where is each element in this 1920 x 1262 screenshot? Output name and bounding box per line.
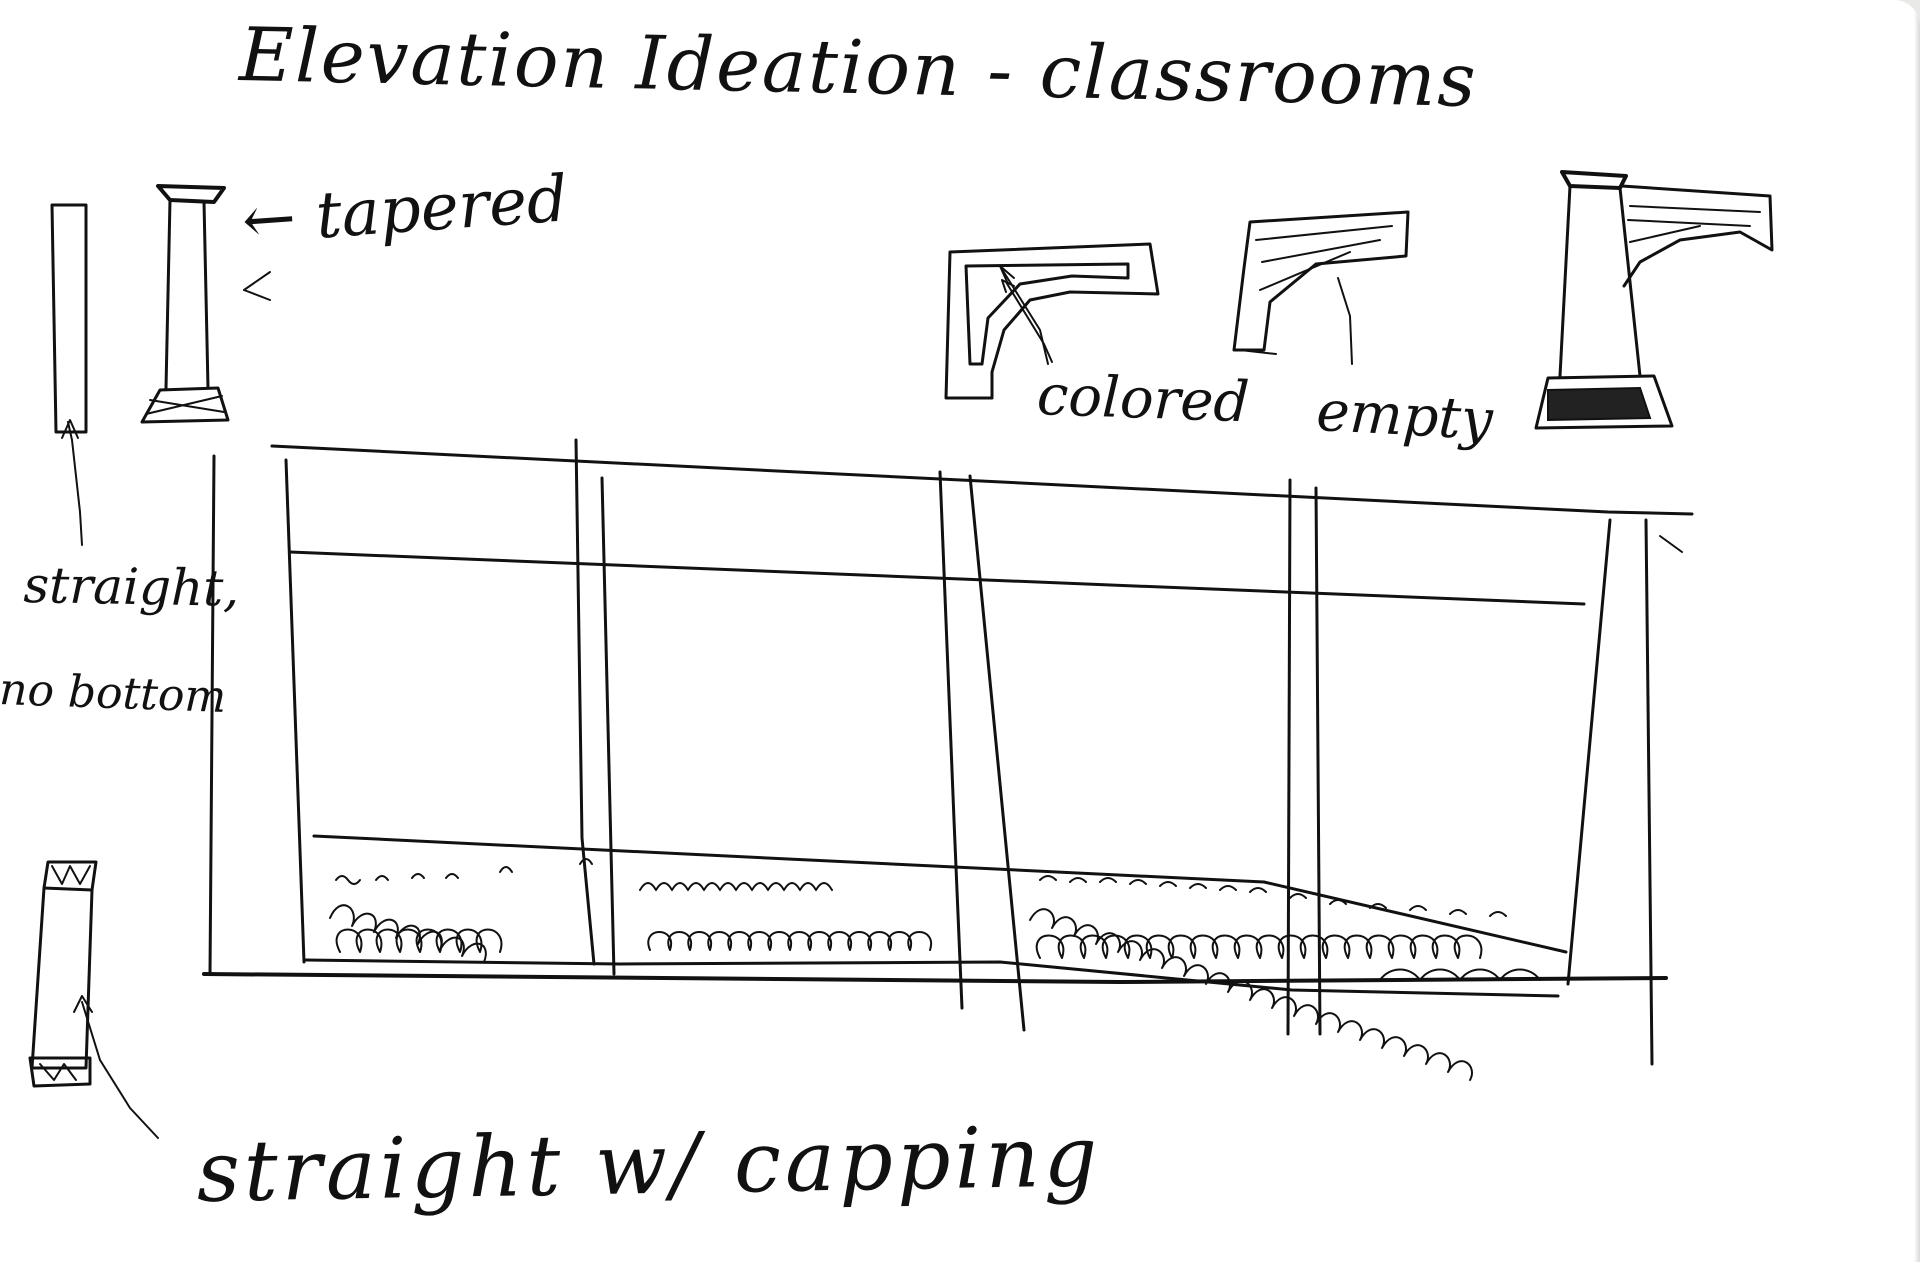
label-colored: colored: [1035, 363, 1251, 436]
annotation-arrows: [1001, 279, 1053, 363]
column-straight-capping: [28, 860, 159, 1139]
elevation-frame: [202, 438, 1694, 1066]
label-empty: empty: [1314, 379, 1495, 454]
label-straight-no-bottom-line1: straight,: [23, 556, 240, 618]
bracket-empty: [1232, 210, 1410, 365]
bracket-colored: [944, 242, 1160, 400]
ground-cover-texture: [329, 858, 1541, 1081]
bracket-tapered-arch: [1534, 170, 1774, 430]
column-tapered: [140, 184, 271, 424]
label-straight-no-bottom-line2: no bottom: [0, 664, 228, 723]
paper-edge: [1914, 0, 1920, 1262]
label-straight-with-capping: straight w/ capping: [195, 1107, 1103, 1221]
column-straight-no-bottom: [50, 203, 88, 546]
